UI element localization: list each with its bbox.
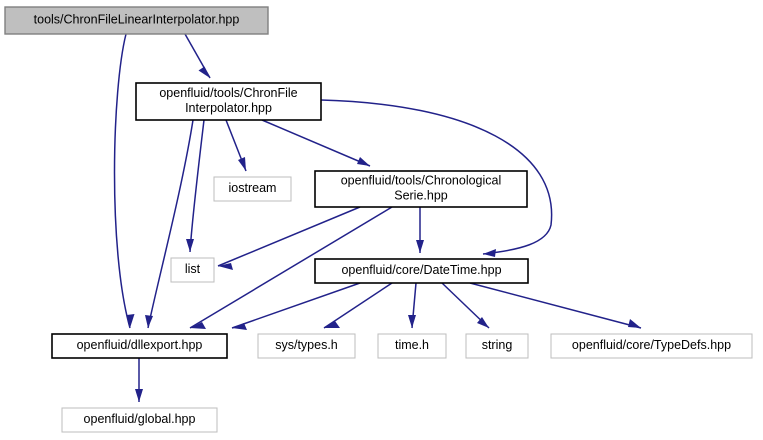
edge-line — [113, 33, 131, 329]
edge-line — [147, 119, 194, 329]
edge-datetime-to-systypes — [323, 282, 393, 329]
graph-node-typedefs[interactable]: openfluid/core/TypeDefs.hpp — [550, 333, 753, 359]
node-label: time.h — [395, 338, 429, 352]
edges-layer — [113, 33, 642, 402]
arrowhead-icon — [126, 314, 135, 328]
edge-chronfileinterp-to-chronoserie — [261, 119, 371, 167]
node-box[interactable] — [213, 176, 292, 202]
arrowhead-icon — [232, 323, 247, 330]
graph-node-string[interactable]: string — [465, 333, 529, 359]
arrowhead-icon — [218, 263, 233, 270]
node-box[interactable] — [377, 333, 447, 359]
arrowhead-icon — [186, 239, 194, 252]
graph-node-timeh[interactable]: time.h — [377, 333, 447, 359]
edge-datetime-to-typedefs — [469, 282, 642, 329]
edge-chronfileinterp-to-datetime — [320, 99, 553, 257]
node-box[interactable] — [314, 258, 529, 284]
node-box[interactable] — [314, 170, 528, 208]
node-label: openfluid/global.hpp — [84, 412, 196, 426]
node-box[interactable] — [550, 333, 753, 359]
node-label: openfluid/core/DateTime.hpp — [341, 263, 501, 277]
arrowhead-icon — [408, 315, 416, 328]
edge-chronoserie-to-datetime — [416, 207, 424, 253]
edge-chronoserie-to-dllexport — [189, 206, 393, 329]
graph-node-datetime[interactable]: openfluid/core/DateTime.hpp — [314, 258, 529, 284]
arrowhead-icon — [198, 66, 210, 78]
node-label: iostream — [229, 181, 277, 195]
edge-chronfileinterp-to-list — [186, 119, 205, 253]
graph-node-dllexport[interactable]: openfluid/dllexport.hpp — [51, 333, 228, 359]
edge-line — [189, 119, 205, 253]
node-label: list — [185, 262, 201, 276]
edge-line — [323, 282, 393, 329]
edge-root-to-chronfileinterp — [184, 33, 211, 79]
node-label: tools/ChronFileLinearInterpolator.hpp — [34, 13, 240, 27]
graph-node-systypes[interactable]: sys/types.h — [257, 333, 356, 359]
node-label: openfluid/dllexport.hpp — [77, 338, 203, 352]
node-label: string — [482, 338, 513, 352]
edge-datetime-to-dllexport — [231, 282, 361, 330]
edge-chronfileinterp-to-iostream — [225, 119, 247, 172]
edge-chronoserie-to-list — [217, 206, 361, 270]
nodes-layer: tools/ChronFileLinearInterpolator.hpp ope… — [4, 6, 753, 433]
graph-node-iostream[interactable]: iostream — [213, 176, 292, 202]
arrowhead-icon — [145, 315, 153, 328]
graph-node-global[interactable]: openfluid/global.hpp — [61, 407, 218, 433]
edge-chronfileinterp-to-dllexport — [145, 119, 194, 329]
node-box[interactable] — [51, 333, 228, 359]
edge-dllexport-to-global — [135, 358, 143, 402]
arrowhead-icon — [628, 319, 641, 328]
edge-root-to-dllexport — [113, 33, 135, 329]
node-box[interactable] — [465, 333, 529, 359]
edge-line — [261, 119, 371, 167]
arrowhead-icon — [357, 157, 370, 166]
arrowhead-icon — [190, 322, 206, 329]
edge-line — [469, 282, 642, 329]
node-label: sys/types.h — [275, 338, 338, 352]
arrowhead-icon — [324, 321, 340, 328]
graph-node-root[interactable]: tools/ChronFileLinearInterpolator.hpp — [4, 6, 269, 35]
arrowhead-icon — [135, 389, 143, 402]
edge-line — [320, 99, 553, 255]
node-box[interactable] — [170, 257, 215, 283]
graph-node-list[interactable]: list — [170, 257, 215, 283]
node-label: openfluid/core/TypeDefs.hpp — [572, 338, 731, 352]
edge-datetime-to-string — [441, 282, 490, 329]
edge-line — [217, 206, 361, 267]
arrowhead-icon — [238, 157, 246, 171]
node-box[interactable] — [257, 333, 356, 359]
edge-line — [189, 206, 393, 329]
node-box[interactable] — [4, 6, 269, 35]
arrowhead-icon — [483, 249, 496, 257]
edge-datetime-to-timeh — [408, 282, 417, 329]
arrowhead-icon — [477, 317, 489, 328]
edge-line — [231, 282, 361, 329]
node-box[interactable] — [61, 407, 218, 433]
node-box[interactable] — [135, 82, 322, 121]
arrowhead-icon — [416, 240, 424, 253]
